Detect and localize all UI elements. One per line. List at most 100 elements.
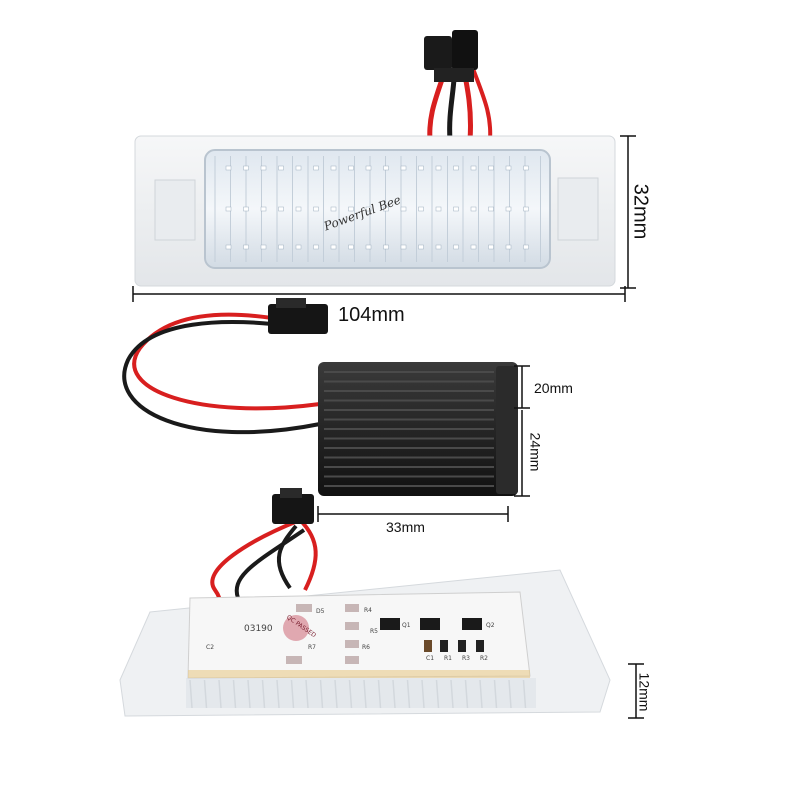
bottom-lens-ridges: [189, 679, 527, 709]
led-dot: [383, 244, 389, 250]
led-dot: [278, 244, 284, 250]
led-dot: [400, 244, 407, 250]
pcb-label: R5: [370, 628, 378, 635]
led-dot: [260, 206, 267, 212]
dimension-depth-label: 12mm: [636, 672, 653, 712]
led-dot: [330, 206, 337, 212]
led-dot: [365, 244, 372, 250]
led-dot: [225, 206, 232, 212]
pcb-label: R1: [444, 655, 452, 662]
bottom-ridge: [276, 679, 280, 709]
dimension-length-label: 104mm: [338, 304, 405, 326]
led-dot: [400, 165, 407, 171]
led-dot: [505, 244, 512, 250]
pcb-label: R7: [308, 644, 316, 651]
bottom-ridge: [435, 679, 440, 709]
led-dot: [383, 165, 389, 171]
bottom-ridge: [348, 679, 353, 709]
led-dot: [225, 244, 232, 250]
led-dot: [523, 165, 529, 171]
led-dot: [330, 165, 337, 171]
led-dot: [435, 206, 442, 212]
led-dot: [295, 165, 302, 171]
pcb-code: 03190: [244, 624, 273, 634]
led-array: [225, 165, 529, 250]
dimension-length: [132, 286, 626, 302]
led-dot: [488, 165, 494, 171]
bottom-ridge: [232, 679, 237, 709]
box-connector: [268, 298, 328, 334]
led-dot: [243, 244, 249, 250]
led-dot: [418, 165, 424, 171]
led-dot: [243, 206, 249, 212]
bottom-ridge: [493, 679, 498, 709]
dimension-width-label: 32mm: [629, 183, 652, 240]
pcb-label: Q2: [486, 622, 495, 629]
led-dot: [295, 206, 302, 212]
bottom-ridge: [203, 679, 208, 709]
pcb-label: C2: [206, 644, 215, 651]
led-dot: [225, 165, 232, 171]
bottom-ridge: [305, 679, 309, 709]
bottom-ridge: [406, 679, 411, 709]
bottom-ridge: [290, 679, 295, 709]
pcb-label: R4: [364, 607, 372, 614]
led-dot: [278, 165, 284, 171]
bottom-ridge: [479, 679, 483, 709]
dimension-width: [620, 135, 636, 289]
top-connector: [424, 30, 478, 82]
led-dot: [435, 244, 442, 250]
led-dot: [488, 206, 494, 212]
bottom-ridge: [464, 679, 469, 709]
dimension-box-height: [514, 365, 530, 409]
led-dot: [365, 206, 372, 212]
dimension-box-height-label: 20mm: [534, 380, 573, 396]
led-dot: [418, 244, 424, 250]
qc-sticker: [283, 615, 309, 641]
led-dot: [505, 165, 512, 171]
box-wire-black: [122, 320, 321, 435]
led-dot: [348, 244, 354, 250]
box-wire-red: [132, 312, 321, 411]
led-dot: [435, 165, 442, 171]
dimension-box-width: [514, 410, 530, 497]
led-dot: [383, 206, 389, 212]
bottom-ridge: [508, 679, 512, 709]
led-dot: [470, 206, 477, 212]
led-dot: [348, 206, 354, 212]
led-dot: [453, 244, 459, 250]
led-dot: [260, 244, 267, 250]
bottom-ridge: [522, 679, 527, 709]
led-dot: [523, 244, 529, 250]
led-dot: [278, 206, 284, 212]
led-dot: [523, 206, 529, 212]
led-dot: [295, 244, 302, 250]
led-dot: [505, 206, 512, 212]
pcb-label: R3: [462, 655, 470, 662]
led-dot: [243, 165, 249, 171]
led-dot: [488, 244, 494, 250]
led-dot: [313, 206, 319, 212]
dimension-box-width-label: 24mm: [527, 432, 544, 472]
bottom-ridge: [450, 679, 454, 709]
led-dot: [453, 206, 459, 212]
led-dot: [470, 244, 477, 250]
dimension-depth: [628, 663, 644, 719]
pcb-label: R2: [480, 655, 488, 662]
top-lens: [204, 149, 551, 269]
dimension-box-length: [317, 506, 509, 522]
bottom-ridge: [334, 679, 338, 709]
led-dot: [330, 244, 337, 250]
pcb-label: Q1: [402, 622, 411, 629]
pcb-label: R6: [362, 644, 370, 651]
led-dot: [365, 165, 372, 171]
bottom-ridge: [319, 679, 324, 709]
heat-sink-fins: [324, 371, 494, 487]
bottom-ridge: [377, 679, 382, 709]
bottom-ridge: [261, 679, 266, 709]
pcb-label: D5: [316, 608, 325, 615]
bottom-ridge: [421, 679, 425, 709]
led-dot: [453, 165, 459, 171]
bottom-connector: [272, 488, 314, 524]
